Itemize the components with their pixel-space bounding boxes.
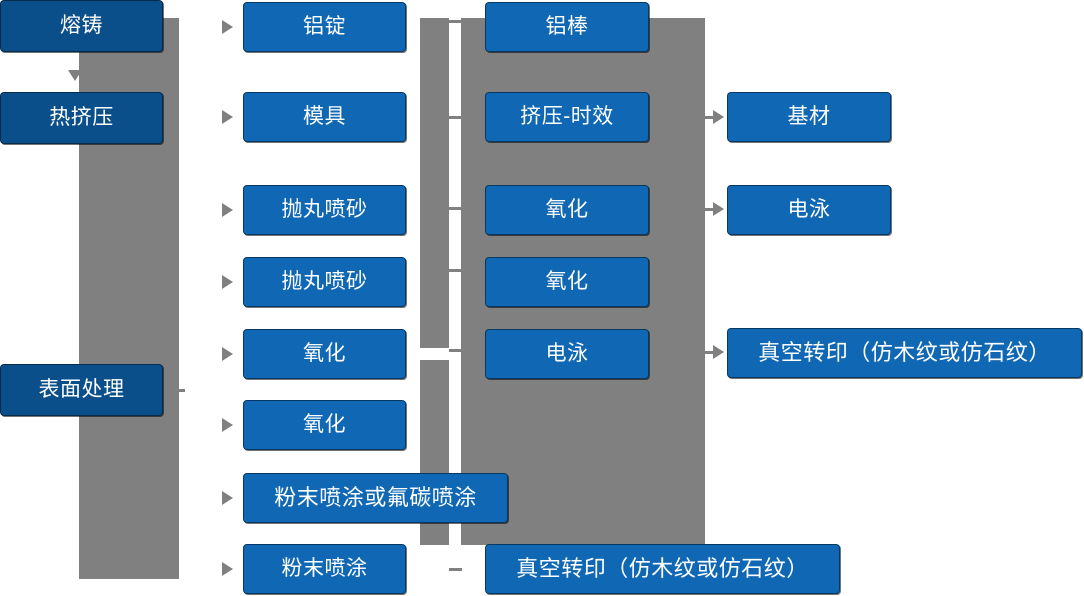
tie-treatment-oxid-2-icon [449,269,462,272]
arrow-to-proc-die-icon [222,110,233,124]
treatment-label-aluminium-bar: 铝棒 [545,15,589,39]
arrow-to-proc-blast-2-icon [222,275,233,289]
process-box-blast-2[interactable]: 抛丸喷砂 [243,257,406,307]
tie-treatment-extrude-icon [449,116,462,119]
process-label-powder-fluorocarbon: 粉末喷涂或氟碳喷涂 [274,484,477,510]
arrow-to-out-vacuum-icon [713,345,724,359]
tie-treatment-oxid-1-icon [449,207,462,210]
treatment-box-vacuum-transfer[interactable]: 真空转印（仿木纹或仿石纹） [485,544,840,594]
treatment-label-extrude-aging: 挤压-时效 [520,105,614,129]
output-label-electrophoresis: 电泳 [787,198,831,222]
process-label-die: 模具 [303,105,346,129]
process-label-blast-1: 抛丸喷砂 [281,198,368,222]
output-box-electrophoresis[interactable]: 电泳 [727,185,891,235]
connector-process-to-treatment-stub [420,18,449,348]
process-box-powder[interactable]: 粉末喷涂 [243,544,406,594]
stage-label-extrude: 热挤压 [49,106,114,130]
treatment-box-electrophoresis[interactable]: 电泳 [485,329,649,379]
arrow-line-out-vacuum [703,351,715,354]
tie-treatment-electro-icon [449,349,462,352]
arrow-melting-to-extrude-icon [68,70,82,81]
stage-box-surface[interactable]: 表面处理 [0,364,163,416]
process-label-powder: 粉末喷涂 [281,557,368,581]
arrow-line-out-electro [703,208,715,211]
arrow-to-proc-ingot-icon [222,20,233,34]
process-label-oxid-2: 氧化 [303,413,346,437]
arrow-to-out-substrate-icon [713,110,724,124]
treatment-label-oxid-1: 氧化 [545,198,589,222]
stage-box-melting[interactable]: 熔铸 [0,0,163,52]
output-label-vacuum-transfer: 真空转印（仿木纹或仿石纹） [758,339,1051,365]
arrow-to-proc-oxid-2-icon [222,418,233,432]
arrow-to-proc-powder-icon [222,562,233,576]
output-box-substrate[interactable]: 基材 [727,92,891,142]
treatment-box-oxid-1[interactable]: 氧化 [485,185,649,235]
output-label-substrate: 基材 [787,105,831,129]
arrow-to-out-electro-icon [713,202,724,216]
treatment-label-vacuum-transfer: 真空转印（仿木纹或仿石纹） [516,555,809,581]
process-label-ingot: 铝锭 [303,15,346,39]
process-box-ingot[interactable]: 铝锭 [243,2,406,52]
stage-label-melting: 熔铸 [60,14,103,38]
arrow-to-proc-oxid-1-icon [222,347,233,361]
stage-label-surface: 表面处理 [38,378,125,402]
process-box-oxid-2[interactable]: 氧化 [243,400,406,450]
arrow-to-proc-powder-fluor-icon [222,491,233,505]
tie-treatment-bar-icon [449,20,462,23]
treatment-label-oxid-2: 氧化 [545,270,589,294]
process-box-die[interactable]: 模具 [243,92,406,142]
treatment-label-electrophoresis: 电泳 [545,342,589,366]
process-box-powder-fluorocarbon[interactable]: 粉末喷涂或氟碳喷涂 [243,473,508,523]
process-box-blast-1[interactable]: 抛丸喷砂 [243,185,406,235]
output-box-vacuum-transfer[interactable]: 真空转印（仿木纹或仿石纹） [727,328,1082,378]
stage-box-extrude[interactable]: 热挤压 [0,92,163,144]
process-label-oxid-1: 氧化 [303,342,346,366]
treatment-box-oxid-2[interactable]: 氧化 [485,257,649,307]
arrow-line-out-substrate [703,116,715,119]
process-box-oxid-1[interactable]: 氧化 [243,329,406,379]
arrow-to-proc-blast-1-icon [222,203,233,217]
connector-surface-to-bar [163,389,185,392]
treatment-box-extrude-aging[interactable]: 挤压-时效 [485,92,649,142]
process-label-blast-2: 抛丸喷砂 [281,270,368,294]
tie-treatment-vacuum-icon [449,568,462,571]
treatment-box-aluminium-bar[interactable]: 铝棒 [485,2,649,52]
